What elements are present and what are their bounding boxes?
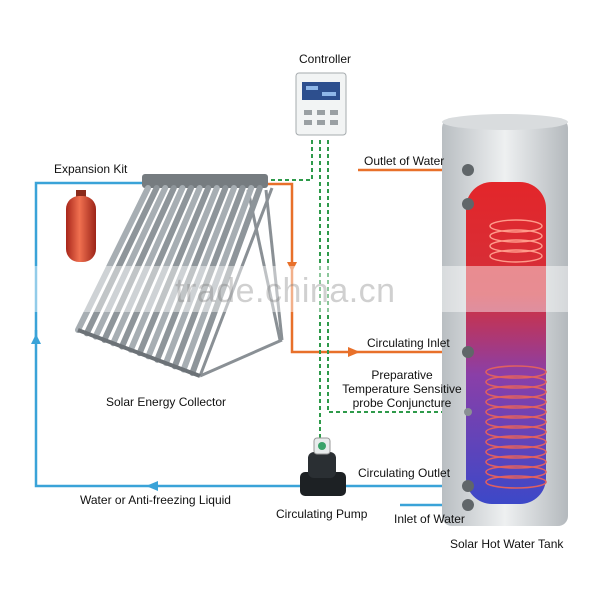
collector-tube [136,185,212,357]
port-outlet-water [462,164,474,176]
port-inlet-water [462,499,474,511]
coil-ring [485,455,547,469]
collector-tube [189,185,263,376]
collector-tubes [75,185,263,376]
port-probe [464,408,472,416]
collector-tube [101,185,177,343]
coil-ring [485,395,547,409]
collector-tube [180,185,255,373]
collector-tube [92,185,169,340]
port-upper [462,198,474,210]
coil-ring [485,435,547,449]
expansion-kit [66,190,96,262]
lower-coil [485,365,547,489]
label-probe-line3: probe Conjuncture [352,396,452,410]
label-probe-line1: Preparative [371,368,433,382]
hot-water-tank [442,114,568,526]
coil-ring [485,465,547,479]
collector-tube [110,185,186,347]
collector-tube [171,185,246,370]
collector-tube [83,185,160,337]
collector-tube [119,185,194,350]
collector-tube [145,185,220,360]
label-outlet-of-water: Outlet of Water [364,154,445,168]
coil-ring [485,475,547,489]
port-circ-outlet [462,480,474,492]
orange-hot-pipe [268,168,462,354]
watermark: trade.china.cn [175,272,396,310]
arrow-left-bottom [146,481,158,491]
coil-ring [485,445,547,459]
label-inlet-of-water: Inlet of Water [394,512,465,526]
coil-ring [485,375,547,389]
collector-tube [127,185,203,353]
label-probe: Preparative Temperature Sensitive probe … [336,368,468,410]
label-controller: Controller [299,52,352,66]
collector-tube [154,185,229,363]
upper-coil [489,219,543,263]
sensor-wires [268,140,462,446]
label-probe-line2: Temperature Sensitive [342,382,462,396]
collector-tube [163,185,237,366]
label-circulating-outlet: Circulating Outlet [358,466,451,480]
coil-ring [485,425,547,439]
port-circ-inlet [462,346,474,358]
arrow-down-orange [287,262,297,272]
coil-ring [485,385,547,399]
label-tank: Solar Hot Water Tank [450,537,564,551]
coil-ring [485,405,547,419]
arrow-up-left [31,334,41,344]
controller-unit [295,72,347,136]
coil-ring [485,415,547,429]
label-expansion-kit: Expansion Kit [54,162,128,176]
arrow-right-orange [348,347,360,357]
collector-tube [75,185,151,333]
label-circulating-pump: Circulating Pump [276,507,368,521]
solar-collector [75,174,284,378]
label-circulating-inlet: Circulating Inlet [367,336,450,350]
watermark-band [0,266,600,312]
label-water-liquid: Water or Anti-freezing Liquid [80,493,231,507]
circulating-pump [300,437,346,496]
coil-ring [485,365,547,379]
label-solar-energy-collector: Solar Energy Collector [106,395,227,409]
